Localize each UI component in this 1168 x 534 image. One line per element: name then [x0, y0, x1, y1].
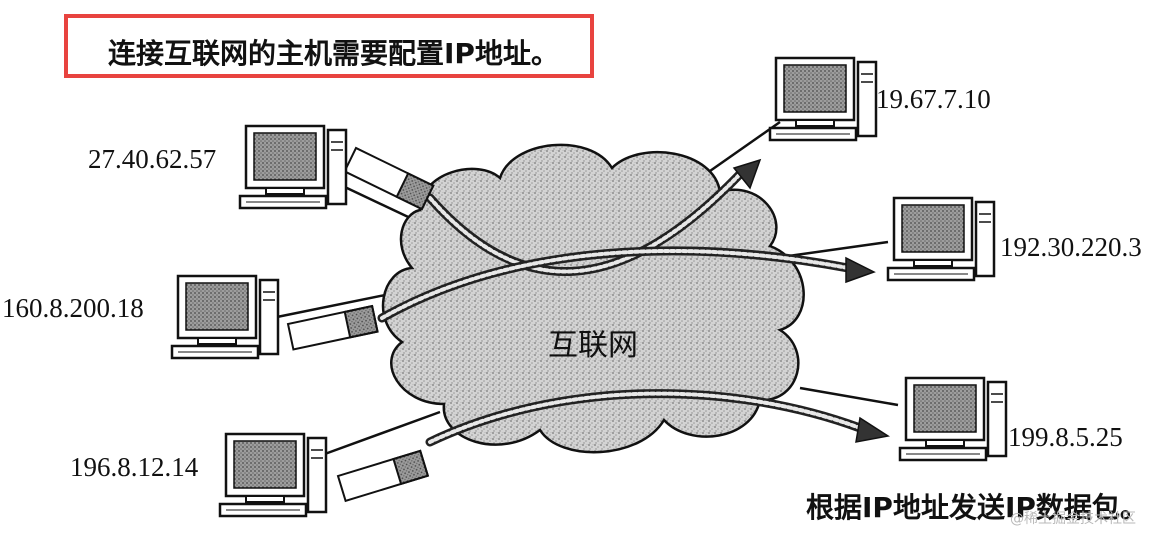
arrow-route-1 [425, 158, 762, 277]
link-host-3 [321, 410, 441, 457]
link-host-6 [799, 386, 899, 407]
link-host-2 [271, 290, 401, 320]
watermark: @稀土掘金技术社区 [1010, 511, 1136, 527]
ip-label-host-5: 192.30.220.3 [1000, 232, 1142, 262]
computer-host-6 [898, 376, 1008, 462]
routing-arrows [377, 158, 890, 447]
ip-label-host-3: 196.8.12.14 [70, 452, 199, 482]
computer-host-5 [886, 196, 996, 282]
diagram-caption: 根据IP地址发送IP数据包。 [806, 491, 1148, 524]
internet-cloud [381, 143, 805, 454]
ip-label-host-4: 19.67.7.10 [876, 84, 991, 114]
arrow-route-2 [377, 246, 876, 323]
ip-label-host-6: 199.8.5.25 [1008, 422, 1123, 452]
ip-label-host-1: 27.40.62.57 [88, 144, 217, 174]
title-box: 连接互联网的主机需要配置IP地址。 [64, 14, 594, 78]
computer-host-2 [170, 274, 280, 360]
ip-label-host-2: 160.8.200.18 [2, 293, 144, 323]
packet-3 [337, 449, 429, 502]
diagram-title: 连接互联网的主机需要配置IP地址。 [108, 37, 559, 70]
packet-1 [343, 147, 435, 211]
computer-host-4 [768, 56, 878, 142]
cloud-label: 互联网 [548, 328, 638, 363]
arrow-route-3 [425, 389, 890, 447]
computer-host-1 [238, 124, 348, 210]
computer-host-3 [218, 432, 328, 518]
